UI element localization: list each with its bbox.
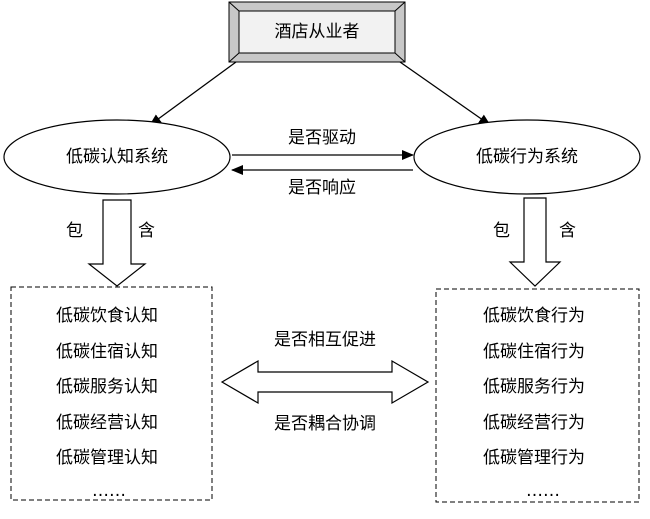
- mutual-promotion-label: 是否相互促进: [245, 330, 405, 350]
- left-items-list: 低碳饮食认知 低碳住宿认知 低碳服务认知 低碳经营认知 低碳管理认知 ……: [56, 306, 158, 519]
- respond-label: 是否响应: [262, 178, 382, 198]
- list-item: 低碳管理行为: [483, 448, 585, 484]
- right-contains-arrow: [510, 198, 560, 286]
- mutual-double-arrow: [222, 361, 428, 403]
- left-contains-char-2: 含: [138, 221, 155, 241]
- left-system-label: 低碳认知系统: [17, 147, 217, 167]
- list-item: 低碳经营认知: [56, 413, 158, 449]
- list-item: 低碳住宿行为: [483, 342, 585, 378]
- list-item: 低碳服务认知: [56, 377, 158, 413]
- list-item-ellipsis: ……: [483, 484, 585, 519]
- top-node-label: 酒店从业者: [239, 22, 395, 42]
- left-contains-char-1: 包: [66, 221, 83, 241]
- list-item: 低碳饮食行为: [483, 306, 585, 342]
- list-item: 低碳服务行为: [483, 377, 585, 413]
- coupling-label: 是否耦合协调: [245, 414, 405, 434]
- list-item: 低碳经营行为: [483, 413, 585, 449]
- list-item-ellipsis: ……: [56, 484, 158, 519]
- list-item: 低碳管理认知: [56, 448, 158, 484]
- drive-label: 是否驱动: [262, 128, 382, 148]
- right-contains-char-1: 包: [493, 221, 510, 241]
- list-item: 低碳饮食认知: [56, 306, 158, 342]
- arrow-top-to-left: [150, 62, 236, 125]
- arrow-top-to-right: [400, 62, 490, 125]
- list-item: 低碳住宿认知: [56, 342, 158, 378]
- right-items-list: 低碳饮食行为 低碳住宿行为 低碳服务行为 低碳经营行为 低碳管理行为 ……: [483, 306, 585, 519]
- right-system-label: 低碳行为系统: [427, 147, 627, 167]
- left-contains-arrow: [89, 200, 145, 286]
- right-contains-char-2: 含: [559, 221, 576, 241]
